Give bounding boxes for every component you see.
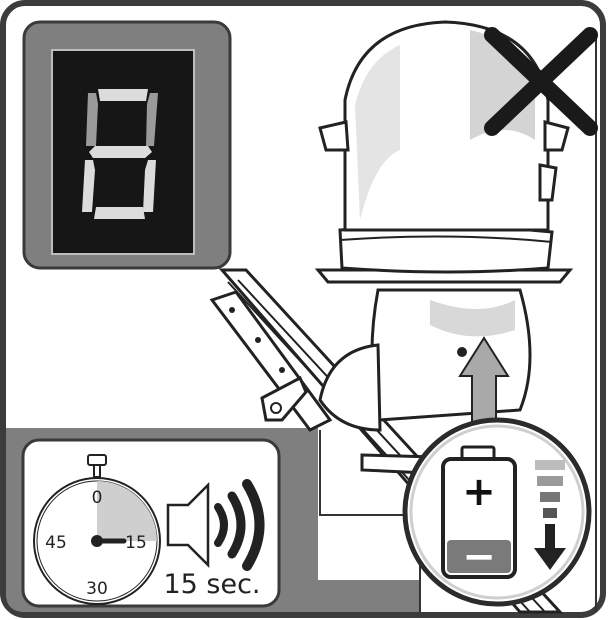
segment-a (98, 89, 148, 101)
tick-label-15: 15 (125, 533, 147, 553)
seven-segment-panel (24, 22, 230, 268)
timer-panel: 0 15 30 45 15 sec. (23, 440, 279, 606)
battery-callout: + − (405, 420, 589, 604)
segment-d (94, 207, 145, 219)
segment-f (86, 93, 98, 146)
battery-plus: + (462, 469, 496, 515)
battery-minus: − (462, 534, 496, 580)
segment-g (89, 146, 152, 158)
battery-icon: + − (443, 447, 515, 580)
tick-label-30: 30 (86, 579, 108, 599)
tick-label-45: 45 (45, 533, 67, 553)
tick-label-0: 0 (92, 488, 103, 508)
beep-duration: 15 sec. (163, 569, 260, 600)
